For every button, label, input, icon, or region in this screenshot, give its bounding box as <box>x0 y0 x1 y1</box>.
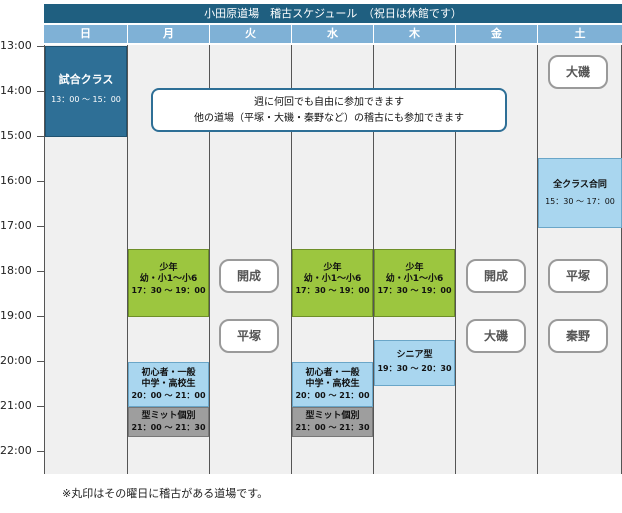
dojo-badge-hadano: 秦野 <box>548 319 608 353</box>
class-title: 初心者・一般 <box>305 368 360 378</box>
time-mark <box>37 136 44 137</box>
class-title: 少年 <box>323 263 342 273</box>
notice-line: 週に何回でも自由に参加できます <box>254 97 404 108</box>
mon-shonen-class: 少年 幼・小1〜小6 17：30 〜 19：00 <box>128 249 209 317</box>
class-sub: 幼・小1〜小6 <box>385 274 444 284</box>
day-header-thu: 木 <box>374 25 455 43</box>
wed-ippan-class: 初心者・一般 中学・高校生 20：00 〜 21：00 <box>292 362 373 407</box>
time-mark <box>37 226 44 227</box>
day-header-sun: 日 <box>44 25 127 43</box>
class-title: 全クラス合同 <box>553 180 607 190</box>
time-label: 15:00 <box>0 129 32 142</box>
class-sub: 中学・高校生 <box>305 379 360 389</box>
class-sub: 中学・高校生 <box>141 379 196 389</box>
dojo-badge-oiso: 大磯 <box>548 55 608 89</box>
dojo-badge-hiratsuka: 平塚 <box>219 319 279 353</box>
notice-line: 他の道場（平塚・大磯・秦野など）の稽古にも参加できます <box>194 113 464 124</box>
time-label: 21:00 <box>0 399 32 412</box>
class-title: 少年 <box>159 263 178 273</box>
class-time: 17：30 〜 19：00 <box>377 286 452 295</box>
footnote: ※丸印はその曜日に稽古がある道場です。 <box>62 487 269 500</box>
class-time: 15：30 〜 17：00 <box>545 197 615 206</box>
time-mark <box>37 181 44 182</box>
wed-shonen-class: 少年 幼・小1〜小6 17：30 〜 19：00 <box>292 249 373 317</box>
class-time: 17：30 〜 19：00 <box>295 286 370 295</box>
time-label: 18:00 <box>0 264 32 277</box>
class-time: 20：00 〜 21：00 <box>131 391 206 400</box>
time-mark <box>37 316 44 317</box>
day-header-sat: 土 <box>538 25 622 43</box>
class-title: 試合クラス <box>58 73 114 86</box>
sun-shiai-class: 試合クラス 13：00 〜 15：00 <box>45 46 127 137</box>
day-header-fri: 金 <box>456 25 537 43</box>
schedule-title: 小田原道場 稽古スケジュール （祝日は休館です） <box>44 4 622 23</box>
class-title: 初心者・一般 <box>141 368 196 378</box>
time-mark <box>37 271 44 272</box>
time-label: 17:00 <box>0 219 32 232</box>
time-mark <box>37 46 44 47</box>
time-mark <box>37 451 44 452</box>
day-header-mon: 月 <box>128 25 209 43</box>
time-mark <box>37 91 44 92</box>
wed-mitt-class: 型ミット個別 21：00 〜 21：30 <box>292 407 373 437</box>
class-time: 13：00 〜 15：00 <box>51 95 121 104</box>
class-time: 21：00 〜 21：30 <box>295 423 370 432</box>
class-time: 21：00 〜 21：30 <box>131 423 206 432</box>
time-label: 19:00 <box>0 309 32 322</box>
time-label: 22:00 <box>0 444 32 457</box>
dojo-badge-kaisei: 開成 <box>219 259 279 293</box>
mon-mitt-class: 型ミット個別 21：00 〜 21：30 <box>128 407 209 437</box>
class-title: 少年 <box>405 263 424 273</box>
thu-senior-class: シニア型 19：30 〜 20：30 <box>374 340 455 386</box>
time-label: 16:00 <box>0 174 32 187</box>
class-title: 型ミット個別 <box>141 411 196 421</box>
sat-all-class: 全クラス合同 15：30 〜 17：00 <box>538 158 622 228</box>
day-header-wed: 水 <box>292 25 373 43</box>
class-title: シニア型 <box>396 350 433 360</box>
class-time: 17：30 〜 19：00 <box>131 286 206 295</box>
class-sub: 幼・小1〜小6 <box>303 274 362 284</box>
class-time: 19：30 〜 20：30 <box>377 364 452 373</box>
thu-shonen-class: 少年 幼・小1〜小6 17：30 〜 19：00 <box>374 249 455 317</box>
notice-box: 週に何回でも自由に参加できます 他の道場（平塚・大磯・秦野など）の稽古にも参加で… <box>151 88 507 132</box>
class-time: 20：00 〜 21：00 <box>295 391 370 400</box>
time-mark <box>37 361 44 362</box>
time-mark <box>37 406 44 407</box>
dojo-badge-kaisei: 開成 <box>466 259 526 293</box>
dojo-badge-oiso: 大磯 <box>466 319 526 353</box>
day-header-tue: 火 <box>210 25 291 43</box>
time-label: 13:00 <box>0 39 32 52</box>
mon-ippan-class: 初心者・一般 中学・高校生 20：00 〜 21：00 <box>128 362 209 407</box>
time-label: 14:00 <box>0 84 32 97</box>
class-sub: 幼・小1〜小6 <box>139 274 198 284</box>
class-title: 型ミット個別 <box>305 411 360 421</box>
dojo-badge-hiratsuka: 平塚 <box>548 259 608 293</box>
time-label: 20:00 <box>0 354 32 367</box>
